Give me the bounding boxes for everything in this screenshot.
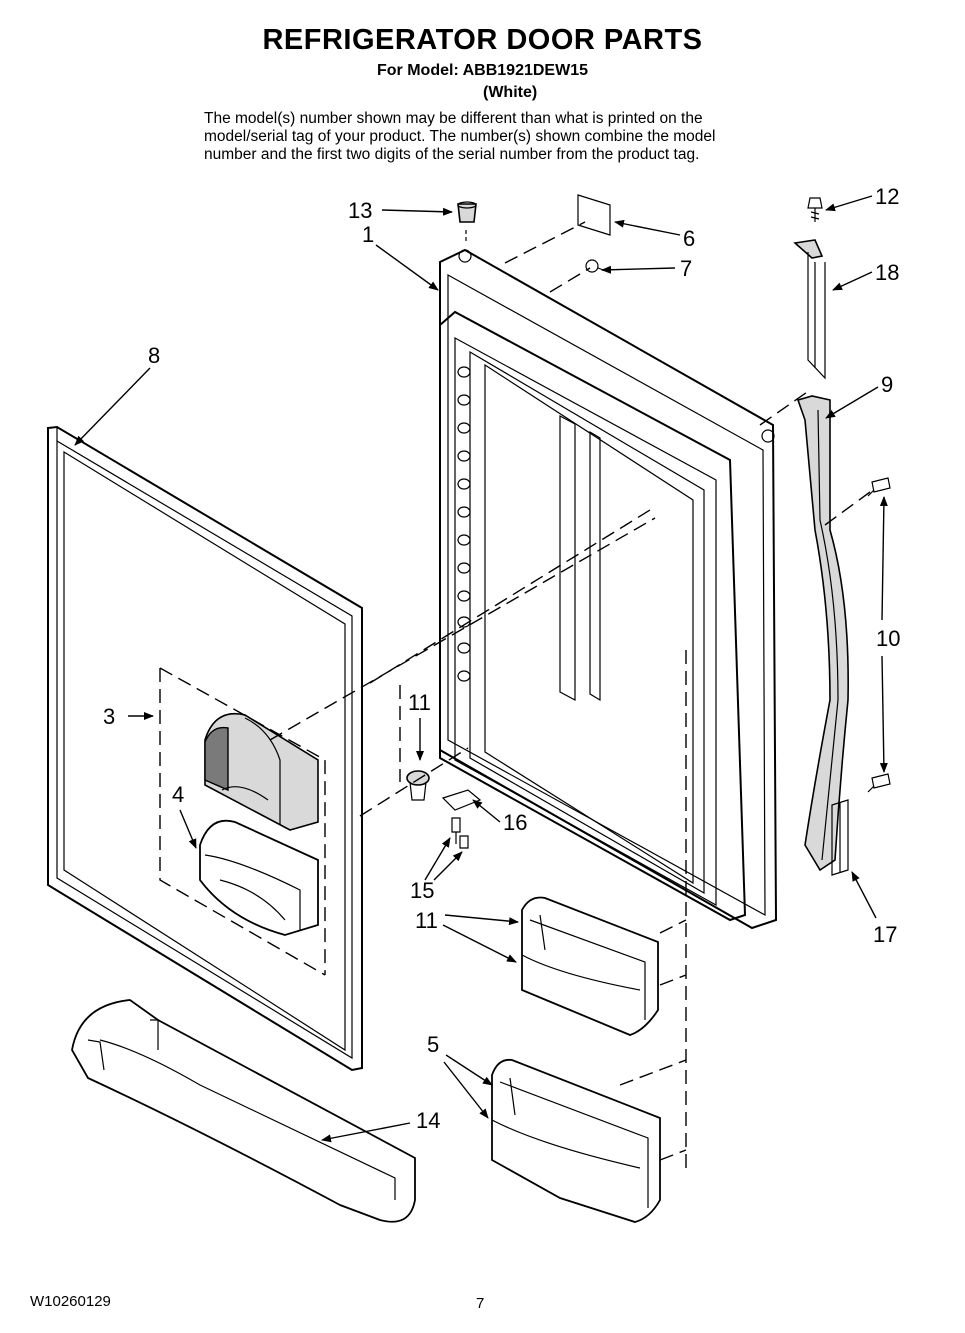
door-bin-part-11-upper [521,896,659,1036]
dispenser-tray-part-4 [199,819,319,936]
dispenser-cover-part-3 [204,713,319,831]
callout-5: 5 [427,1032,439,1057]
callout-12: 12 [875,184,899,209]
page-number: 7 [476,1295,485,1312]
screws-part-10 [867,477,891,793]
model-note-line-1: The model(s) number shown may be differe… [204,110,703,127]
callout-15: 15 [410,878,434,903]
label-part-6 [577,194,611,236]
callout-14: 14 [416,1108,440,1133]
callout-6: 6 [683,226,695,251]
bottom-shelf-part-14 [71,999,416,1223]
color-line: (White) [483,84,538,101]
assembly-dashed-outline [159,667,326,976]
page-title: REFRIGERATOR DOOR PARTS [262,24,703,56]
assembly-dash-lines [269,221,871,1170]
door-panel-part-8 [47,425,363,1072]
document-code: W10260129 [30,1293,111,1310]
screw-part-12 [807,197,823,222]
callout-1: 1 [362,222,374,247]
callout-labels: 13 1 6 7 12 18 8 9 10 3 11 4 16 15 11 17… [103,184,900,1133]
screws-part-15 [451,817,469,849]
model-note: The model(s) number shown may be differe… [204,110,804,164]
leader-lines [74,195,888,1143]
callout-3: 3 [103,704,115,729]
callout-18: 18 [875,260,899,285]
callout-7: 7 [680,256,692,281]
hinge-bracket-part-18 [793,239,826,380]
model-line: For Model: ABB1921DEW15 [377,62,588,79]
plug-part-13 [457,201,477,244]
door-handle-part-9 [796,395,849,872]
model-note-line-3: number and the first two digits of the s… [204,146,700,163]
clip-part-16 [441,789,482,811]
callout-11-small: 11 [408,690,431,715]
model-note-line-2: model/serial tag of your product. The nu… [204,128,716,145]
callout-9: 9 [881,372,893,397]
bumper-part-11-small [406,770,430,801]
callout-11-bin: 11 [415,908,438,933]
door-bin-part-5 [491,1058,661,1223]
callout-8: 8 [148,343,160,368]
callout-16: 16 [503,810,527,835]
callout-4: 4 [172,782,184,807]
trim-strip-part-17 [831,799,849,876]
callout-17: 17 [873,922,897,947]
callout-13: 13 [348,198,372,223]
callout-10: 10 [876,626,900,651]
door-liner-part-1 [439,248,778,930]
